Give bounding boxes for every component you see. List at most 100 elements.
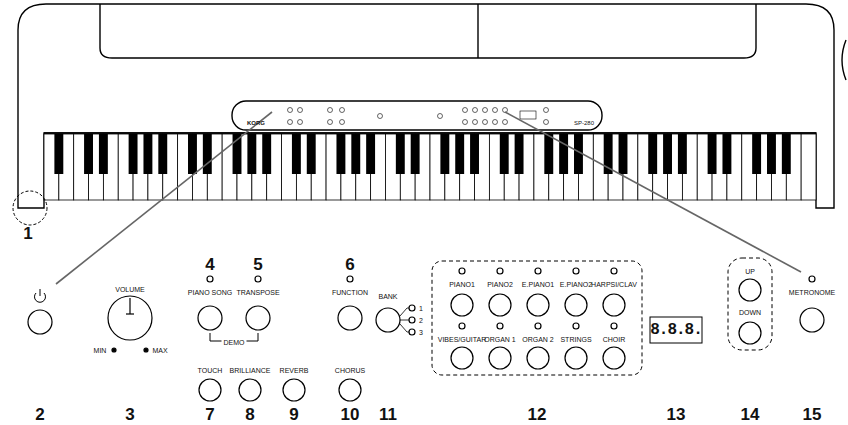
volume-knob [108,296,152,340]
callout-number: 3 [125,406,134,423]
control-label: ORGAN 1 [484,336,516,343]
highlight-circle [13,191,47,225]
button [603,294,625,316]
volume-pointer [129,298,130,314]
black-key [752,134,761,174]
black-key [351,134,360,174]
callout-number: 10 [341,406,360,423]
led [255,276,261,282]
black-key [366,134,375,174]
model-label: SP-280 [574,120,594,126]
button [527,347,549,369]
led [611,268,617,274]
led [809,276,815,282]
control-label: HARPSI/CLAV [591,281,637,288]
black-key [722,134,731,174]
music-rest-split [477,4,478,58]
black-key [767,134,776,174]
black-key [84,134,93,174]
button [565,294,587,316]
led [347,276,353,282]
button [451,347,473,369]
led [497,323,503,329]
voice-group-box [432,261,642,375]
black-key [782,134,791,174]
control-label: REVERB [280,367,309,374]
brand-label: KORG [247,120,265,126]
black-key [396,134,405,174]
led [207,276,213,282]
black-key [559,134,568,174]
button [246,306,270,330]
black-key [158,134,167,174]
callout-number: 11 [379,406,397,423]
led-label: 2 [419,317,423,324]
black-key [99,134,108,174]
metronome-button [800,308,824,332]
black-key [663,134,672,174]
control-label: MIN [94,347,107,354]
black-key [203,134,212,174]
led-label: 1 [419,305,423,312]
power-symbol [35,289,46,302]
callout-number: 5 [253,256,262,273]
led [535,268,541,274]
control-label: PIANO SONG [188,289,232,296]
led [459,268,465,274]
callout-number: 4 [205,256,214,273]
button [199,379,221,401]
control-label: E.PIANO2 [560,281,592,288]
led [497,268,503,274]
black-key [411,134,420,174]
display-frame [650,317,702,343]
black-key [470,134,479,174]
side-arc [842,40,846,80]
black-key [648,134,657,174]
control-label: DEMO [222,339,247,346]
front-rail [44,132,816,133]
min-dot [112,348,116,352]
updown-box [728,258,772,350]
led [409,305,415,311]
callout-number: 9 [289,406,298,423]
callout-number: 13 [667,406,686,423]
power-button [28,310,52,334]
black-key [500,134,509,174]
control-label: FUNCTION [332,289,368,296]
control-label: STRINGS [560,336,591,343]
control-label: VIBES/GUITAR [438,336,487,343]
button [283,379,305,401]
button [339,379,361,401]
led [535,323,541,329]
piano-body [18,4,834,208]
callout-number: 12 [528,406,547,423]
button [239,379,261,401]
black-key [440,134,449,174]
black-key [619,134,628,174]
button [198,306,222,330]
black-key [515,134,524,174]
black-key [247,134,256,174]
led [611,323,617,329]
black-key [54,134,63,174]
callout-number: 15 [803,406,822,423]
black-key [188,134,197,174]
led-label: 3 [419,329,423,336]
black-key [307,134,316,174]
led [573,323,579,329]
control-label: ORGAN 2 [522,336,554,343]
callout-number: 7 [205,406,214,423]
control-label: PIANO1 [449,281,475,288]
control-panel [232,101,602,130]
led [409,317,415,323]
button [603,347,625,369]
button [489,294,511,316]
control-label: BRILLIANCE [230,367,271,374]
button [338,306,362,330]
keyboard [44,134,816,200]
control-label: MAX [152,347,167,354]
control-label: CHOIR [603,336,626,343]
led [573,268,579,274]
